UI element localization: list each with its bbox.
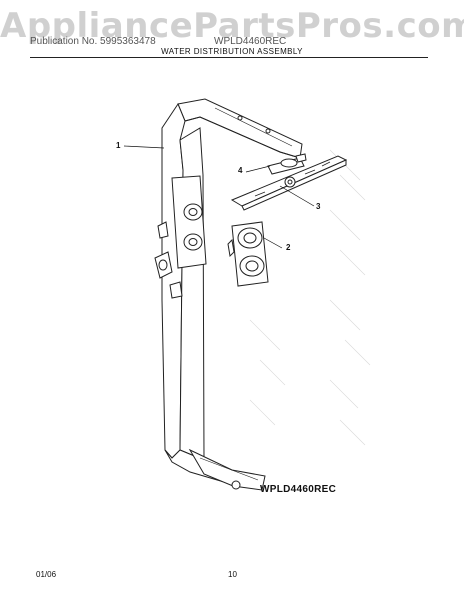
leader-line-2 (263, 237, 283, 249)
callout-1: 1 (116, 141, 121, 150)
leader-line-1 (123, 145, 165, 149)
callout-2: 2 (286, 243, 291, 252)
header-rule (30, 57, 428, 58)
spray-arm-hub (267, 153, 307, 175)
footer-date: 01/06 (36, 570, 57, 579)
water-distribution-tube (154, 98, 303, 491)
watermark: AppliancePartsPros.com (0, 6, 464, 46)
leader-lines (123, 145, 315, 249)
page-number: 10 (228, 570, 237, 579)
model-label: WPLD4460REC (260, 484, 337, 495)
leader-line-4 (245, 165, 271, 173)
manifold-fitting (227, 221, 269, 287)
header-model: WPLD4460REC (214, 36, 287, 47)
page-title: WATER DISTRIBUTION ASSEMBLY (161, 47, 303, 56)
spray-arm (230, 155, 348, 211)
leader-line-3 (279, 185, 315, 207)
callout-4: 4 (238, 166, 243, 175)
callout-3: 3 (316, 202, 321, 211)
publication-number: Publication No. 5995363478 (30, 36, 156, 47)
